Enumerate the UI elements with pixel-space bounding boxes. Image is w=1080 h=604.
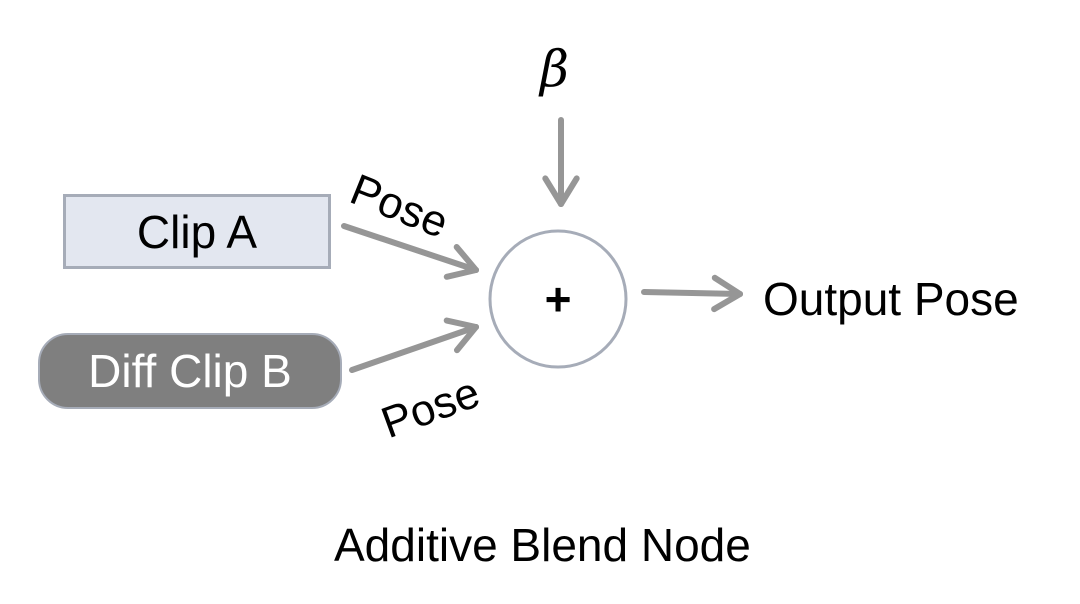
arrow-node-to-output-head-1: [711, 291, 743, 313]
arrow-beta-to-node: [542, 117, 580, 207]
diff-clip-b-label: Diff Clip B: [88, 345, 292, 397]
diff-clip-b-node[interactable]: Diff Clip B: [38, 333, 342, 409]
arrow-clip-a-to-node-shaft: [341, 223, 479, 273]
output-pose-label: Output Pose: [763, 273, 1019, 325]
arrow-diff-clip-b-to-node-head-1: [453, 324, 479, 354]
arrow-node-to-output-shaft: [641, 289, 743, 297]
plus-operator-icon: +: [544, 273, 572, 325]
arrow-clip-a-to-node-head-2: [453, 244, 479, 273]
arrow-clip-a-to-node: [341, 223, 479, 280]
clip-a-label: Clip A: [136, 205, 258, 258]
arrow-beta-to-node-head-1: [542, 175, 564, 207]
clip-a-node[interactable]: Clip A: [63, 194, 331, 269]
arrow-diff-clip-b-to-node-head-2: [443, 317, 479, 330]
arrow-node-to-output: [641, 274, 743, 313]
beta-parameter-label: β: [540, 40, 569, 98]
arrow-clip-a-to-node-head-1: [443, 267, 479, 280]
arrow-diff-clip-b-to-node: [349, 317, 479, 373]
arrow-node-to-output-head-2: [711, 274, 743, 297]
arrows-group: [341, 117, 743, 373]
arrow-beta-to-node-head-2: [558, 175, 580, 207]
diagram-caption: Additive Blend Node: [334, 519, 751, 571]
blend-node-circle[interactable]: [488, 229, 628, 369]
arrow-diff-clip-b-to-node-shaft: [349, 324, 479, 373]
